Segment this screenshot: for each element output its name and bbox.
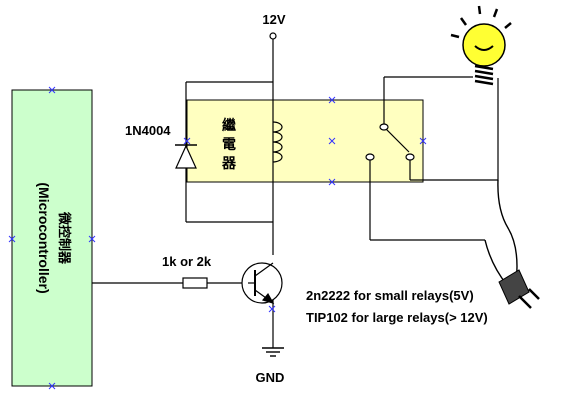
power-plug-icon[interactable] (484, 179, 540, 309)
transistor-note-large: TIP102 for large relays(> 12V) (306, 310, 488, 325)
handle-marker (328, 137, 336, 145)
handle-marker (48, 86, 56, 94)
relay-label-char-1: 繼 (222, 117, 236, 134)
resistor-icon[interactable] (182, 277, 208, 289)
relay-label-char-2: 電 (222, 136, 236, 153)
handle-marker (328, 96, 336, 104)
relay-label: 繼 電 器 (221, 117, 241, 172)
ground-label: GND (256, 370, 285, 385)
handle-marker (88, 235, 96, 243)
handle-marker (328, 178, 336, 186)
handle-marker (48, 382, 56, 390)
transistor-note-small: 2n2222 for small relays(5V) (306, 288, 474, 303)
resistor-label: 1k or 2k (162, 254, 212, 269)
ground-symbol-icon (262, 347, 284, 357)
microcontroller-label-english: (Microcontroller) (36, 182, 52, 293)
supply-label: 12V (262, 12, 285, 27)
relay-switch-icon[interactable] (365, 123, 415, 161)
selection-handles (8, 86, 427, 390)
light-bulb-icon[interactable] (450, 5, 512, 86)
handle-marker (419, 137, 427, 145)
microcontroller-block[interactable] (11, 89, 93, 387)
relay-coil-icon[interactable] (272, 121, 283, 163)
supply-terminal[interactable] (269, 32, 277, 40)
diode-label: 1N4004 (125, 123, 171, 138)
wires (92, 36, 499, 348)
handle-marker (268, 305, 276, 313)
handle-marker (8, 235, 16, 243)
microcontroller-label-chinese: 微控制器 (56, 211, 72, 265)
npn-transistor-icon[interactable] (241, 262, 283, 304)
diode-icon[interactable] (175, 144, 197, 169)
relay-label-char-3: 器 (221, 156, 237, 172)
handle-marker (183, 137, 191, 145)
